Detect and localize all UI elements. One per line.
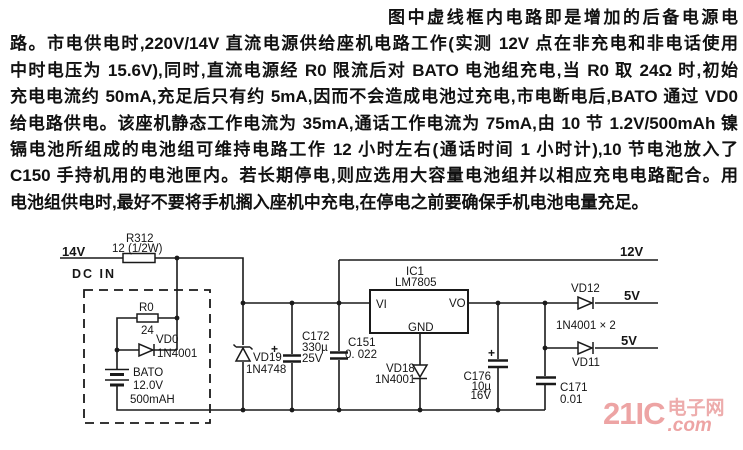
label-ic1-part: LM7805 [395, 277, 437, 289]
paragraph-line: 给电路供电。该座机静态工作电流为 35mA,通话工作电流为 75mA,由 10 … [10, 113, 738, 133]
label-c171: C171 [560, 382, 588, 394]
label-vd0-value: 1N4001 [157, 348, 197, 360]
label-vd19: VD19 [253, 352, 282, 364]
label-dc-in: DC IN [72, 267, 116, 281]
label-input-14v: 14V [62, 244, 85, 259]
backup-circuit-dashed-box [83, 289, 211, 424]
watermark-brand: 21IC [603, 396, 665, 431]
label-ic1-pin-gnd: GND [408, 322, 434, 334]
label-c176-plus: + [488, 346, 495, 360]
paragraph-line: 充电电流约 50mA,充足后只有约 5mA,因而不会造成电池过充电,市电断电后,… [10, 87, 738, 107]
label-ic1-pin-vo: VO [449, 298, 466, 310]
label-rail-12v: 12V [620, 244, 643, 259]
article-text: 图中虚线框内电路即是增加的后备电源电 路。市电供电时,220V/14V 直流电源… [10, 5, 738, 216]
label-r312: R312 [126, 233, 154, 245]
watermark-cn-text: 电子网 [667, 398, 725, 419]
paragraph-line: C150 手持机用的电池匣内。若长期停电,则应选用大容量电池组并以相应充电电路配… [10, 166, 738, 186]
diode-vd18-symbol [411, 364, 429, 380]
label-c176-value: 10µ [472, 381, 492, 393]
label-c151: C151 [348, 337, 376, 349]
capacitor-c176-symbol [488, 359, 508, 369]
label-vd18-value: 1N4001 [375, 374, 415, 386]
label-c172: C172 [302, 331, 330, 343]
diode-vd11-symbol [577, 340, 594, 356]
label-c151-value: 0. 022 [345, 349, 377, 361]
watermark-21ic: 21IC 电子网 .com [603, 396, 725, 436]
label-c171-value: 0.01 [560, 394, 582, 406]
watermark-suffix: .com [667, 415, 712, 436]
paragraph-line: 镉电池所组成的电池组可维持电路工作 12 小时左右(通话时间 1 小时计),10… [10, 140, 738, 160]
diode-vd0-symbol [138, 342, 155, 358]
battery-bato-symbol [105, 368, 129, 387]
label-c176-voltage: 16V [471, 390, 492, 402]
label-ic1: IC1 [406, 266, 424, 278]
capacitor-c151-symbol [330, 351, 348, 360]
label-vd12: VD12 [571, 283, 600, 295]
paragraph-line: 中时电压为 15.6V),同时,直流电源经 R0 限流后对 BATO 电池组充电… [10, 60, 738, 80]
label-ic1-pin-vi: VI [376, 299, 387, 311]
label-vd19-value: 1N4748 [246, 364, 286, 376]
label-r0-value: 24 [141, 325, 154, 337]
diode-vd12-symbol [577, 295, 594, 311]
label-bato-capacity: 500mAH [130, 394, 175, 406]
label-c172-value: 330µ [302, 342, 328, 354]
resistor-r0-symbol [136, 313, 159, 323]
ic1-lm7805-box [369, 289, 469, 334]
label-c176: C176 [464, 371, 492, 383]
paragraph-line: 电池组供电时,最好不要将手机搁入座机中充电,在停电之前要确保手机电池电量充足。 [10, 192, 649, 212]
capacitor-c171-symbol [536, 376, 556, 386]
junction-dots [114, 255, 548, 413]
label-c172-plus: + [271, 342, 278, 356]
label-bato-voltage: 12.0V [133, 380, 163, 392]
label-r0: R0 [139, 302, 154, 314]
resistor-r312-symbol [122, 252, 156, 264]
label-rail-5v-top: 5V [624, 288, 640, 303]
label-diode-pair-value: 1N4001 × 2 [556, 320, 616, 332]
label-vd11: VD11 [572, 357, 600, 369]
zener-vd19-symbol [232, 343, 254, 362]
label-bato: BATO [133, 367, 163, 379]
paragraph-line: 图中虚线框内电路即是增加的后备电源电 [388, 8, 738, 27]
label-vd0: VD0 [156, 334, 178, 346]
label-c172-voltage: 25V [302, 353, 323, 365]
label-vd18: VD18 [386, 363, 415, 375]
circuit-wires [60, 257, 658, 411]
capacitor-c172-symbol [283, 354, 301, 363]
label-r312-value: 12 (1/2W) [112, 243, 163, 255]
label-rail-5v-bottom: 5V [621, 333, 637, 348]
paragraph-line: 路。市电供电时,220V/14V 直流电源供给座机电路工作(实测 12V 点在非… [10, 34, 738, 54]
